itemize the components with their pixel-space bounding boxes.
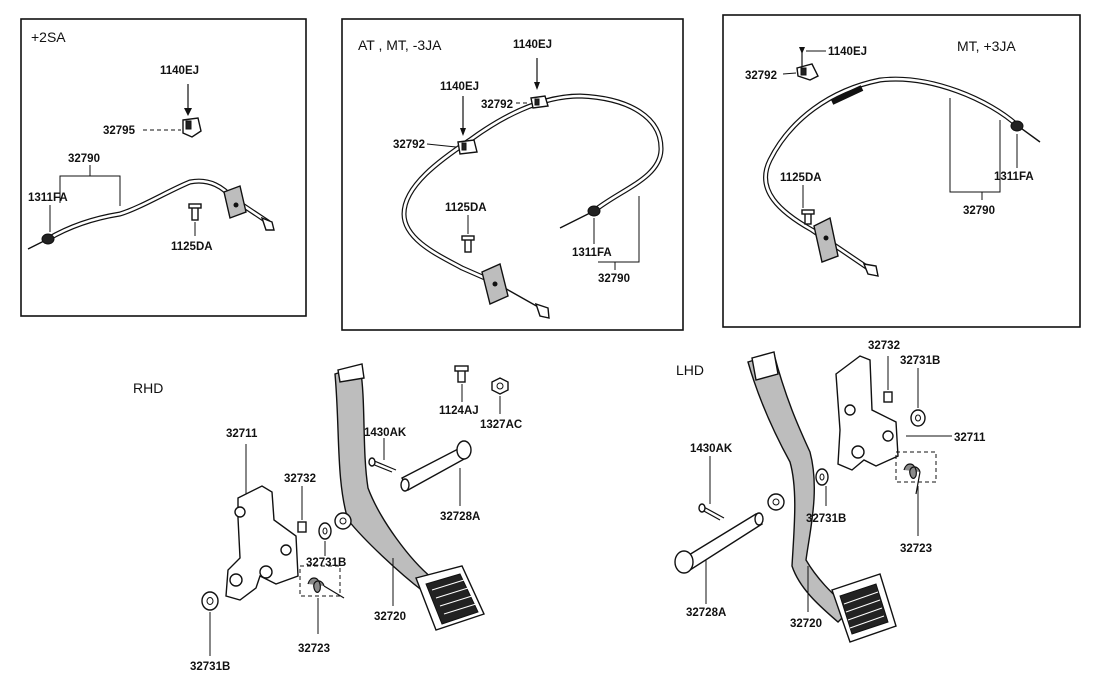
pedal-pad-icon (415, 565, 485, 631)
label-32732: 32732 (284, 473, 316, 485)
label-32792-upper: 32792 (481, 99, 513, 111)
label-32792-lower: 32792 (393, 139, 425, 151)
screw-icon (801, 209, 815, 225)
bushing-icon (883, 391, 893, 403)
label-1140ej-upper: 1140EJ (513, 39, 552, 51)
panel-mt-3ja-frame (722, 14, 1081, 328)
panel-mt-3ja-header: MT, +3JA (957, 38, 1016, 54)
clip-lower-icon (457, 139, 478, 155)
screw-icon (188, 203, 202, 221)
label-32731b-mid: 32731B (806, 513, 846, 525)
label-1311fa: 1311FA (572, 247, 612, 259)
panel-at-mt-3ja-frame (341, 18, 684, 331)
label-32731b-top: 32731B (900, 355, 940, 367)
pedal-pad-icon (831, 573, 897, 643)
label-1311fa: 1311FA (994, 171, 1034, 183)
spring-icon (895, 451, 937, 495)
panel-2sa-header: +2SA (31, 29, 66, 45)
label-1125da: 1125DA (171, 241, 213, 253)
rhd-assembly: RHD 32728A 143 (133, 363, 522, 673)
label-1311fa: 1311FA (28, 192, 68, 204)
label-32711: 32711 (226, 428, 258, 440)
label-32792: 32792 (745, 70, 777, 82)
spring-icon (299, 565, 345, 599)
label-32728a: 32728A (440, 511, 480, 523)
label-32711: 32711 (954, 432, 986, 444)
bolt-icon (454, 365, 469, 383)
bracket-icon (835, 355, 899, 471)
label-32720: 32720 (790, 618, 822, 630)
cable-loop-icon (401, 93, 664, 319)
label-1430ak: 1430AK (364, 427, 407, 439)
label-1140ej-lower: 1140EJ (440, 81, 479, 93)
washer-mid-icon (815, 468, 829, 486)
label-1125da: 1125DA (445, 202, 487, 214)
label-32790: 32790 (598, 273, 630, 285)
snap-pin-icon (698, 503, 725, 521)
cable-arc-icon (763, 76, 1041, 277)
label-32790: 32790 (963, 205, 995, 217)
clip-icon (182, 117, 202, 138)
label-1140ej: 1140EJ (160, 65, 199, 77)
lhd-title: LHD (676, 362, 704, 378)
label-32723: 32723 (298, 643, 330, 655)
washer-top-icon (910, 409, 926, 427)
washer-right-icon (318, 522, 332, 540)
clip-upper-icon (530, 95, 549, 109)
rhd-title: RHD (133, 380, 163, 396)
label-1140ej: 1140EJ (828, 46, 867, 58)
label-32732: 32732 (868, 340, 900, 352)
panel-2sa: +2SA 1140EJ 32795 32790 1311FA (20, 18, 307, 317)
pedal-arm-icon (747, 351, 851, 623)
label-1125da: 1125DA (780, 172, 822, 184)
label-32728a: 32728A (686, 607, 726, 619)
clip-icon (796, 63, 819, 81)
snap-pin-icon (368, 457, 397, 473)
bolt-lower-icon (460, 96, 466, 136)
bushing-icon (297, 521, 307, 533)
panel-mt-3ja: MT, +3JA 1140EJ 32792 1125DA (722, 14, 1081, 328)
label-32795: 32795 (103, 125, 136, 137)
nut-icon (491, 377, 509, 395)
lhd-assembly: LHD 32711 32732 (674, 340, 986, 643)
label-32731b-right: 32731B (306, 557, 346, 569)
label-1430ak: 1430AK (690, 443, 733, 455)
bolt-upper-icon (534, 58, 540, 90)
label-32723: 32723 (900, 543, 932, 555)
panel-2sa-frame (20, 18, 307, 317)
pivot-pin-icon (674, 512, 764, 574)
label-32720: 32720 (374, 611, 406, 623)
panel-at-mt-3ja: AT , MT, -3JA 1140EJ 32792 1140E (341, 18, 684, 331)
pivot-pin-icon (400, 440, 472, 492)
label-1327ac: 1327AC (480, 419, 522, 431)
screw-icon (461, 235, 475, 253)
washer-left-icon (201, 591, 219, 611)
panel-at-mt-3ja-header: AT , MT, -3JA (358, 37, 442, 53)
label-1124aj: 1124AJ (439, 405, 479, 417)
bolt-icon (184, 84, 192, 116)
label-32790: 32790 (68, 153, 100, 165)
label-32731b-left: 32731B (190, 661, 230, 673)
cable-icon (27, 178, 275, 250)
bracket-icon (225, 485, 299, 601)
